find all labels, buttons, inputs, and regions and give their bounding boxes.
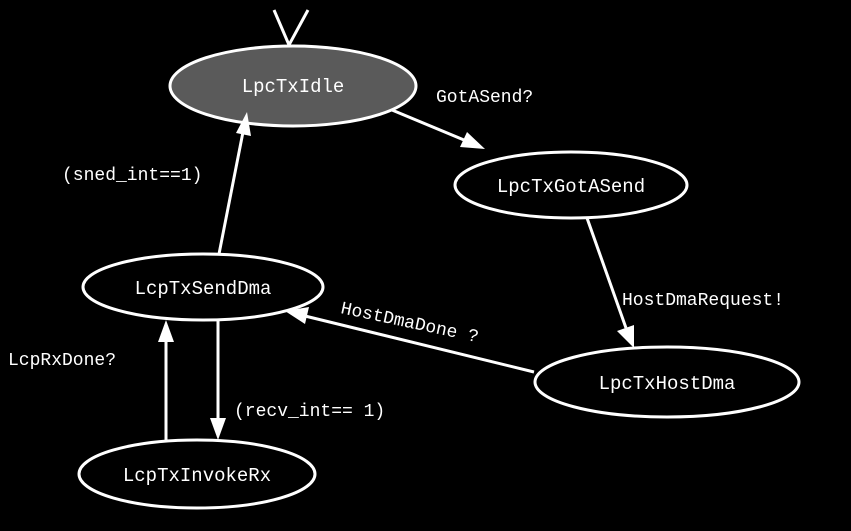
state-node-lpctxgotasend — [453, 150, 689, 220]
edge-idle-to-gotasend — [391, 108, 465, 142]
state-label-lcptxsenddma: LcpTxSendDma — [135, 278, 272, 300]
state-label-lpctxgotasend: LpcTxGotASend — [497, 176, 645, 198]
state-node-lcptxsenddma — [81, 252, 325, 322]
arrowhead-senddma-to-idle — [236, 112, 251, 136]
edge-label-gotasend: GotASend? — [436, 88, 533, 108]
edge-gotasend-to-hostdma — [585, 217, 628, 329]
arrowhead-hostdma-to-senddma — [285, 307, 309, 324]
edge-label-lcprxdone: LcpRxDone? — [8, 351, 116, 371]
state-node-lpctxidle — [168, 44, 418, 128]
arrowhead-senddma-to-invokerx — [210, 418, 226, 440]
edge-label-recv-int: (recv_int== 1) — [234, 402, 385, 422]
edge-senddma-to-idle — [217, 131, 245, 255]
initial-state-marker — [272, 9, 310, 49]
edge-label-sned-int: (sned_int==1) — [62, 166, 202, 186]
arrowhead-invokerx-to-senddma — [158, 320, 174, 342]
arrowhead-gotasend-to-hostdma — [617, 325, 634, 348]
state-label-lpctxhostdma: LpcTxHostDma — [599, 373, 736, 395]
state-label-lpctxidle: LpcTxIdle — [242, 76, 345, 98]
state-node-lpctxhostdma — [533, 345, 801, 419]
state-label-lcptxinvokerx: LcpTxInvokeRx — [123, 465, 271, 487]
state-node-lcptxinvokerx — [77, 438, 317, 510]
edge-hostdma-to-senddma — [304, 314, 535, 374]
arrowhead-idle-to-gotasend — [460, 132, 485, 149]
edge-label-hostdmarequest: HostDmaRequest! — [622, 291, 784, 311]
